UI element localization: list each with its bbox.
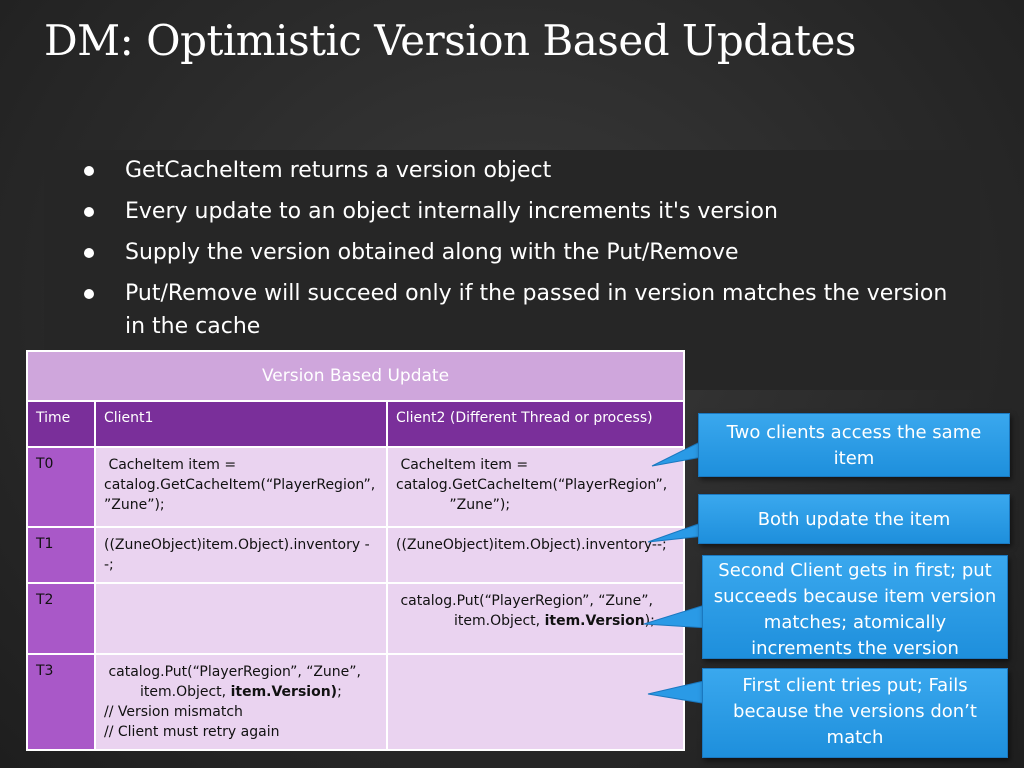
table-row: T2 catalog.Put(“PlayerRegion”, “Zune”, it… — [26, 582, 686, 655]
bullet-dot-icon — [84, 248, 94, 258]
table-title: Version Based Update — [25, 350, 686, 402]
client1-cell: CacheItem item = catalog.GetCacheItem(“P… — [94, 446, 388, 528]
table-header-row: Time Client1 Client2 (Different Thread o… — [26, 400, 686, 448]
client1-cell: catalog.Put(“PlayerRegion”, “Zune”, item.… — [94, 653, 388, 751]
version-table: Version Based Update Time Client1 Client… — [25, 350, 686, 751]
client2-cell: ((ZuneObject)item.Object).inventory--; — [385, 526, 686, 584]
callout-both-update: Both update the item — [698, 494, 1010, 544]
bullet-dot-icon — [84, 166, 94, 176]
table-row: T1 ((ZuneObject)item.Object).inventory -… — [26, 526, 686, 584]
bullet-item: Put/Remove will succeed only if the pass… — [78, 277, 958, 343]
version-arg: item.Version) — [230, 684, 338, 700]
client2-cell: CacheItem item = catalog.GetCacheItem(“P… — [385, 446, 686, 528]
header-client1: Client1 — [94, 400, 388, 448]
time-cell: T0 — [26, 446, 96, 528]
code-comment: // Version mismatch — [104, 704, 243, 720]
time-cell: T1 — [26, 526, 96, 584]
version-arg: item.Version — [544, 613, 645, 629]
table-row: T0 CacheItem item = catalog.GetCacheItem… — [26, 446, 686, 528]
bullet-item: GetCacheItem returns a version object — [78, 154, 958, 187]
callout-second-client: Second Client gets in first; put succeed… — [702, 555, 1008, 659]
client2-cell — [385, 653, 686, 751]
client1-cell: ((ZuneObject)item.Object).inventory --; — [94, 526, 388, 584]
bullet-dot-icon — [84, 289, 94, 299]
bullet-list: GetCacheItem returns a version object Ev… — [78, 154, 958, 351]
content-panel — [44, 150, 980, 390]
code-line: item.Object, item.Version); — [454, 613, 655, 629]
code-comment: // Client must retry again — [104, 724, 280, 740]
code-line: item.Object, item.Version); — [140, 684, 342, 700]
bullet-item: Supply the version obtained along with t… — [78, 236, 958, 269]
bullet-item: Every update to an object internally inc… — [78, 195, 958, 228]
time-cell: T2 — [26, 582, 96, 655]
time-cell: T3 — [26, 653, 96, 751]
table-row: T3 catalog.Put(“PlayerRegion”, “Zune”, it… — [26, 653, 686, 751]
callout-pointer-icon — [647, 521, 705, 543]
client2-cell: catalog.Put(“PlayerRegion”, “Zune”, item.… — [385, 582, 686, 655]
code-line: catalog.Put(“PlayerRegion”, “Zune”, — [396, 593, 653, 609]
bullet-dot-icon — [84, 207, 94, 217]
client1-cell — [94, 582, 388, 655]
header-time: Time — [26, 400, 96, 448]
header-client2: Client2 (Different Thread or process) — [385, 400, 686, 448]
slide-title: DM: Optimistic Version Based Updates — [44, 16, 856, 65]
code-line: catalog.Put(“PlayerRegion”, “Zune”, — [104, 664, 361, 680]
callout-first-client: First client tries put; Fails because th… — [702, 668, 1008, 758]
callout-two-clients: Two clients access the same item — [698, 413, 1010, 477]
